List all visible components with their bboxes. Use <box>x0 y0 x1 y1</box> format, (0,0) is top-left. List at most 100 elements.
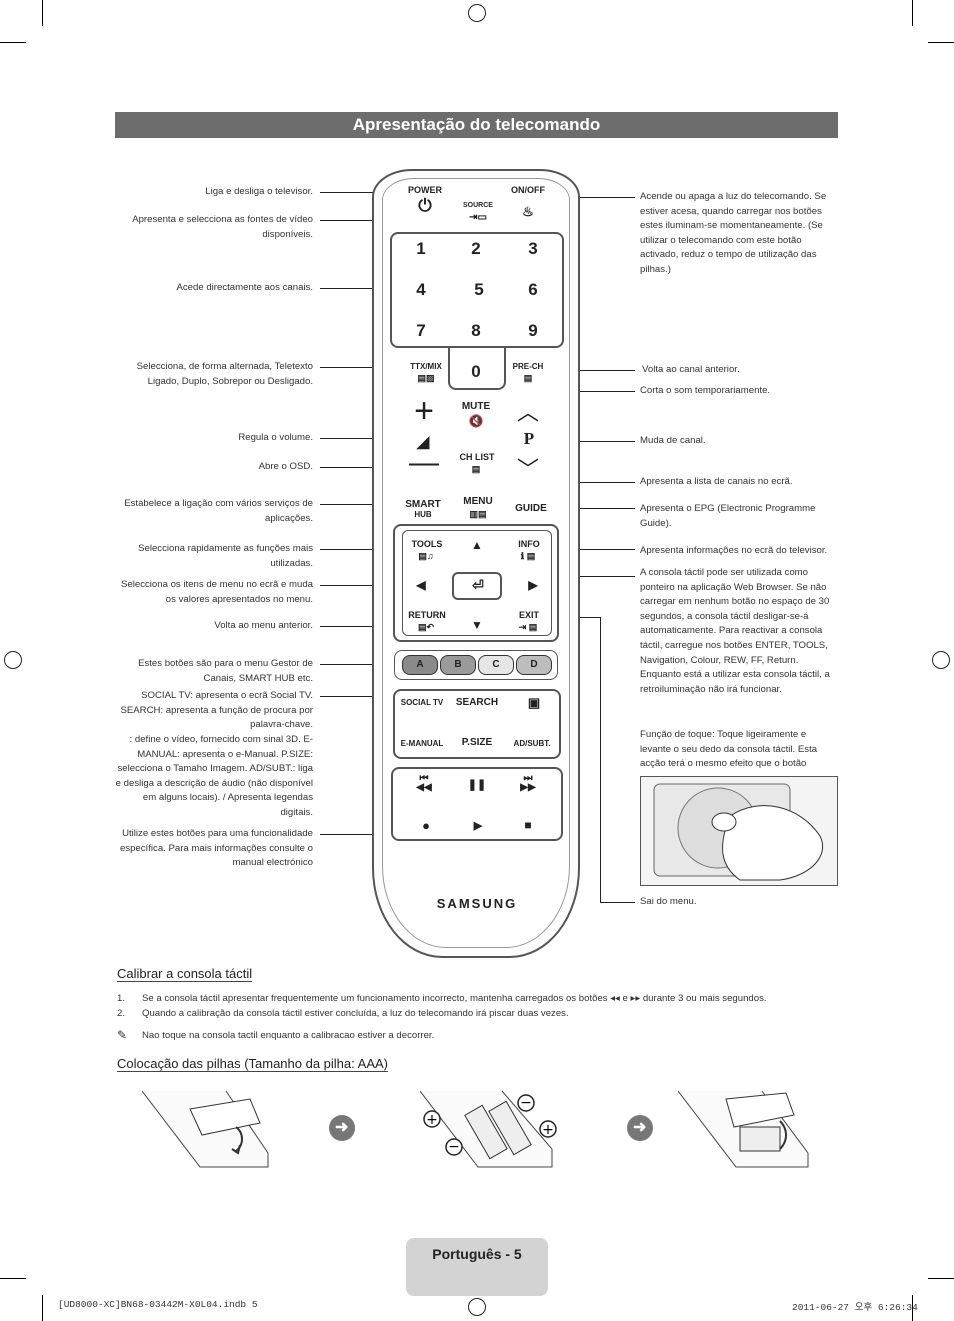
digit-button[interactable]: 9 <box>528 321 538 340</box>
leader-line <box>550 370 635 371</box>
leader-line <box>548 549 635 550</box>
page-title: Apresentação do telecomando <box>115 112 838 138</box>
power-icon[interactable]: ⏻ <box>418 196 432 215</box>
touchpad-illustration <box>640 776 838 886</box>
chlist-button-label[interactable]: CH LIST <box>459 452 495 462</box>
digit-button[interactable]: 6 <box>528 280 538 299</box>
annotation-info: Apresenta informações no ecrã do televis… <box>640 545 828 556</box>
page-number: Português - 5 <box>432 1246 522 1262</box>
annotation-channel: Muda de canal. <box>640 435 706 446</box>
return-icon: ▤↶ <box>417 622 435 632</box>
print-file-info: [UD8000-XC]BN68-03442M-X0L04.indb 5 <box>58 1299 258 1310</box>
guide-button-label[interactable]: GUIDE <box>515 503 547 514</box>
left-arrow-icon[interactable]: ◀ <box>416 578 426 592</box>
color-button-b[interactable]: B <box>440 655 476 675</box>
psize-button[interactable]: P.SIZE <box>461 737 493 748</box>
volume-down-icon[interactable]: — <box>409 446 439 479</box>
info-button-label[interactable]: INFO <box>518 539 540 549</box>
onoff-button-label: ON/OFF <box>511 185 545 195</box>
touchpad-area[interactable] <box>402 530 552 636</box>
prech-button-label[interactable]: PRE-CH <box>512 362 544 371</box>
registration-mark-icon <box>932 651 950 669</box>
digit-button[interactable]: 4 <box>416 280 426 299</box>
leader-line <box>570 617 600 618</box>
channel-down-icon[interactable]: ﹀ <box>516 457 539 482</box>
brand-logo: SAMSUNG <box>436 896 518 911</box>
color-button-d[interactable]: D <box>516 655 552 675</box>
crop-mark <box>928 42 954 43</box>
crop-mark <box>42 1295 43 1321</box>
battery-step-1-illustration <box>141 1090 269 1168</box>
menu-button-label[interactable]: MENU <box>463 496 493 507</box>
annotation-touchpad: A consola táctil pode ser utilizada como… <box>640 567 830 695</box>
annotation-exit: Sai do menu. <box>640 896 697 907</box>
record-icon[interactable]: ● <box>422 818 430 833</box>
exit-button-label[interactable]: EXIT <box>518 610 539 620</box>
remote-face <box>382 178 570 948</box>
leader-line <box>320 696 394 697</box>
digit-button[interactable]: 2 <box>471 239 481 258</box>
mute-button-label[interactable]: MUTE <box>461 401 491 412</box>
volume-ramp-icon: ◢ <box>416 434 430 451</box>
registration-mark-icon <box>468 1298 486 1316</box>
digit-button[interactable]: 5 <box>474 280 484 299</box>
down-arrow-icon[interactable]: ▼ <box>471 618 483 632</box>
leader-line <box>320 192 416 193</box>
rewind-icon[interactable]: ⏮◀◀ <box>416 773 432 793</box>
search-button[interactable]: SEARCH <box>455 697 499 708</box>
enter-icon: ⏎ <box>472 577 484 593</box>
play-icon[interactable]: ▶ <box>473 820 483 832</box>
color-buttons-frame <box>394 650 558 680</box>
right-arrow-icon[interactable]: ▶ <box>528 578 538 592</box>
svg-text:−: − <box>520 1095 532 1111</box>
adsubt-button[interactable]: AD/SUBT. <box>513 739 551 748</box>
annotation-onoff: Acende ou apaga a luz do telecomando. Se… <box>640 191 827 275</box>
power-button-label: POWER <box>407 185 442 195</box>
stop-icon[interactable]: ■ <box>524 818 532 832</box>
battery-step-3-illustration <box>677 1090 809 1168</box>
calibrate-heading: Calibrar a consola táctil <box>117 966 253 982</box>
leader-line <box>320 585 400 586</box>
digit-button[interactable]: 3 <box>528 239 538 258</box>
annotation-digits: Acede directamente aos canais. <box>176 282 313 293</box>
menu-icon: ▥▤ <box>469 509 487 519</box>
mute-icon: 🔇 <box>468 414 484 428</box>
digit-button[interactable]: 8 <box>471 321 481 340</box>
emanual-button[interactable]: E-MANUAL <box>400 739 444 748</box>
channel-up-icon[interactable]: ︿ <box>516 400 539 425</box>
social-tv-button[interactable]: SOCIAL TV <box>400 698 444 707</box>
color-button-c[interactable]: C <box>478 655 514 675</box>
info-icon: ℹ ▤ <box>520 551 536 561</box>
digit-button[interactable]: 7 <box>416 321 426 340</box>
print-timestamp: 2011-06-27 오후 6:26:34 <box>792 1302 918 1313</box>
color-button-a[interactable]: A <box>402 655 438 675</box>
light-bulb-icon[interactable]: ♨ <box>522 204 534 219</box>
leader-line <box>320 664 394 665</box>
enter-button[interactable] <box>452 572 502 600</box>
leader-line <box>320 288 390 289</box>
annotation-3d-emanual: : define o vídeo, fornecido com sinal 3D… <box>115 734 313 818</box>
leader-line <box>600 617 601 902</box>
page-number-tab <box>406 1238 548 1296</box>
digit-button[interactable]: 1 <box>416 239 426 258</box>
volume-up-icon[interactable]: + <box>414 392 434 430</box>
annotation-volume: Regula o volume. <box>238 432 313 443</box>
3d-icon[interactable]: ▣ <box>527 695 541 710</box>
leader-line <box>320 549 406 550</box>
fast-forward-icon[interactable]: ⏭▶▶ <box>520 773 536 793</box>
digit-button[interactable]: 0 <box>471 362 481 381</box>
return-button-label[interactable]: RETURN <box>408 610 446 620</box>
next-step-arrow-glyph: ➜ <box>335 1119 349 1136</box>
source-icon[interactable]: ⇥▭ <box>469 212 487 223</box>
pause-icon[interactable]: ❚❚ <box>467 779 487 791</box>
tools-button-label[interactable]: TOOLS <box>411 539 443 549</box>
smarthub-button-label[interactable]: SMART <box>405 499 441 510</box>
registration-mark-icon <box>468 4 486 22</box>
ttx-button-label[interactable]: TTX/MIX <box>410 362 442 371</box>
step-number: 1. <box>117 993 126 1004</box>
up-arrow-icon[interactable]: ▲ <box>471 538 483 552</box>
batteries-heading: Colocação das pilhas (Tamanho da pilha: … <box>117 1056 388 1072</box>
annotation-guide: Apresenta o EPG (Electronic Programme Gu… <box>640 503 816 529</box>
function-buttons-frame <box>393 689 561 759</box>
annotation-touch-function: Função de toque: Toque ligeiramente e le… <box>640 729 818 770</box>
